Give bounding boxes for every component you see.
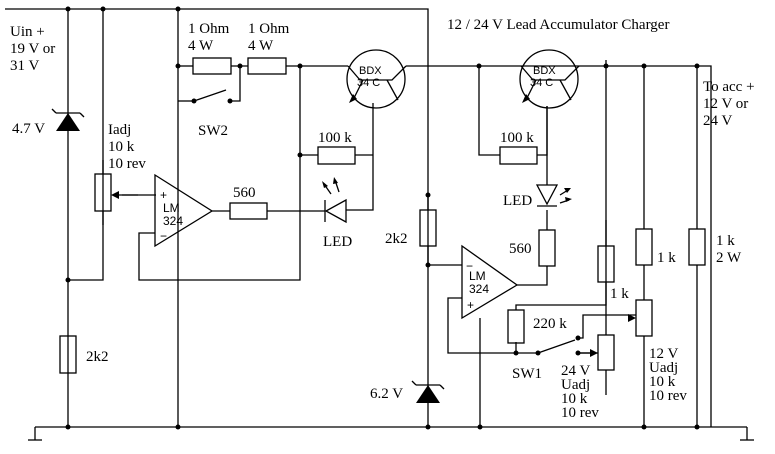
- input-label-line-1: Uin +: [10, 24, 45, 40]
- resistor-load-label-2: 2 W: [716, 250, 742, 266]
- transistor-left-label-1: BDX: [359, 65, 382, 77]
- resistor-560-left-label: 560: [233, 185, 256, 201]
- input-label-line-2: 19 V or: [10, 41, 55, 57]
- led-right-label: LED: [503, 193, 532, 209]
- potentiometer-uadj-12v: [628, 299, 653, 337]
- resistor-2k2-left-label: 2k2: [86, 349, 109, 365]
- uadj12-label-4: 10 rev: [649, 388, 687, 404]
- shunt-resistor-2: [247, 57, 287, 75]
- shunt2-label-power: 4 W: [248, 38, 274, 54]
- resistor-load: [688, 228, 706, 266]
- switch-sw2: [191, 89, 233, 104]
- opamp-right-name-2: 324: [469, 282, 489, 296]
- ground-symbol-left: [28, 427, 42, 441]
- resistor-1k-a: [597, 245, 615, 283]
- zener-left-label: 4.7 V: [12, 121, 45, 137]
- resistor-100k-right: [499, 146, 538, 165]
- opamp-right-name-1: LM: [469, 269, 486, 283]
- iadj-label-2: 10 k: [108, 139, 135, 155]
- led-right-icon: [535, 184, 572, 207]
- shunt2-label-value: 1 Ohm: [248, 21, 290, 37]
- transistor-right-label-1: BDX: [533, 65, 556, 77]
- resistor-1k-b: [635, 228, 653, 266]
- opamp-right: [461, 244, 519, 320]
- resistor-100k-left-label: 100 k: [318, 130, 352, 146]
- transistor-left: [346, 49, 407, 109]
- uadj24-label-2: Uadj: [561, 377, 590, 393]
- shunt1-label-power: 4 W: [188, 38, 214, 54]
- resistor-220k-label: 220 k: [533, 316, 567, 332]
- output-label-line-3: 24 V: [703, 113, 732, 129]
- iadj-label-1: Iadj: [108, 122, 131, 138]
- resistor-2k2-mid-label: 2k2: [385, 231, 408, 247]
- resistor-560-right: [538, 229, 556, 267]
- uadj24-label-4: 10 rev: [561, 405, 599, 421]
- shunt1-label-value: 1 Ohm: [188, 21, 230, 37]
- transistor-right-label-2: 34 C: [530, 77, 553, 89]
- zener-diode-right: [411, 380, 445, 403]
- resistor-2k2-mid: [419, 209, 437, 247]
- led-left-icon: [322, 177, 347, 224]
- opamp-left: [154, 173, 214, 248]
- iadj-label-3: 10 rev: [108, 156, 146, 172]
- resistor-560-left: [229, 202, 268, 220]
- uadj12-label-3: 10 k: [649, 374, 676, 390]
- shunt-resistor-1: [192, 57, 232, 75]
- uadj12-label-1: 12 V: [649, 346, 678, 362]
- led-left-label: LED: [323, 234, 352, 250]
- potentiometer-iadj: [94, 160, 138, 225]
- uadj12-label-2: Uadj: [649, 360, 678, 376]
- transistor-right: [519, 49, 580, 109]
- opamp-left-minus: −: [160, 229, 167, 243]
- resistor-220k: [507, 309, 525, 344]
- resistor-100k-right-label: 100 k: [500, 130, 534, 146]
- switch-sw1: [535, 335, 581, 356]
- diagram-title: 12 / 24 V Lead Accumulator Charger: [447, 17, 669, 33]
- output-label-line-2: 12 V or: [703, 96, 748, 112]
- wires: [5, 8, 747, 428]
- junction-dots: [65, 6, 700, 430]
- resistor-1k-b-label: 1 k: [657, 250, 676, 266]
- switch-sw2-label: SW2: [198, 123, 228, 139]
- output-label-line-1: To acc +: [703, 79, 755, 95]
- switch-sw1-label: SW1: [512, 366, 542, 382]
- potentiometer-uadj-24v: [578, 334, 615, 371]
- resistor-1k-a-label: 1 k: [610, 286, 629, 302]
- uadj24-label-3: 10 k: [561, 391, 588, 407]
- opamp-right-plus: +: [467, 298, 474, 312]
- opamp-right-minus: −: [466, 259, 473, 273]
- zener-right-label: 6.2 V: [370, 386, 403, 402]
- opamp-left-name-1: LM: [163, 201, 180, 215]
- resistor-load-label-1: 1 k: [716, 233, 735, 249]
- opamp-left-name-2: 324: [163, 214, 183, 228]
- ground-symbol-right: [740, 427, 754, 441]
- uadj24-label-1: 24 V: [561, 363, 590, 379]
- input-label-line-3: 31 V: [10, 58, 39, 74]
- resistor-2k2-left: [59, 335, 77, 374]
- zener-diode-left: [51, 108, 85, 131]
- transistor-left-label-2: 34 C: [357, 77, 380, 89]
- opamp-left-plus: +: [160, 188, 167, 202]
- resistor-560-right-label: 560: [509, 241, 532, 257]
- resistor-100k-left: [317, 146, 356, 165]
